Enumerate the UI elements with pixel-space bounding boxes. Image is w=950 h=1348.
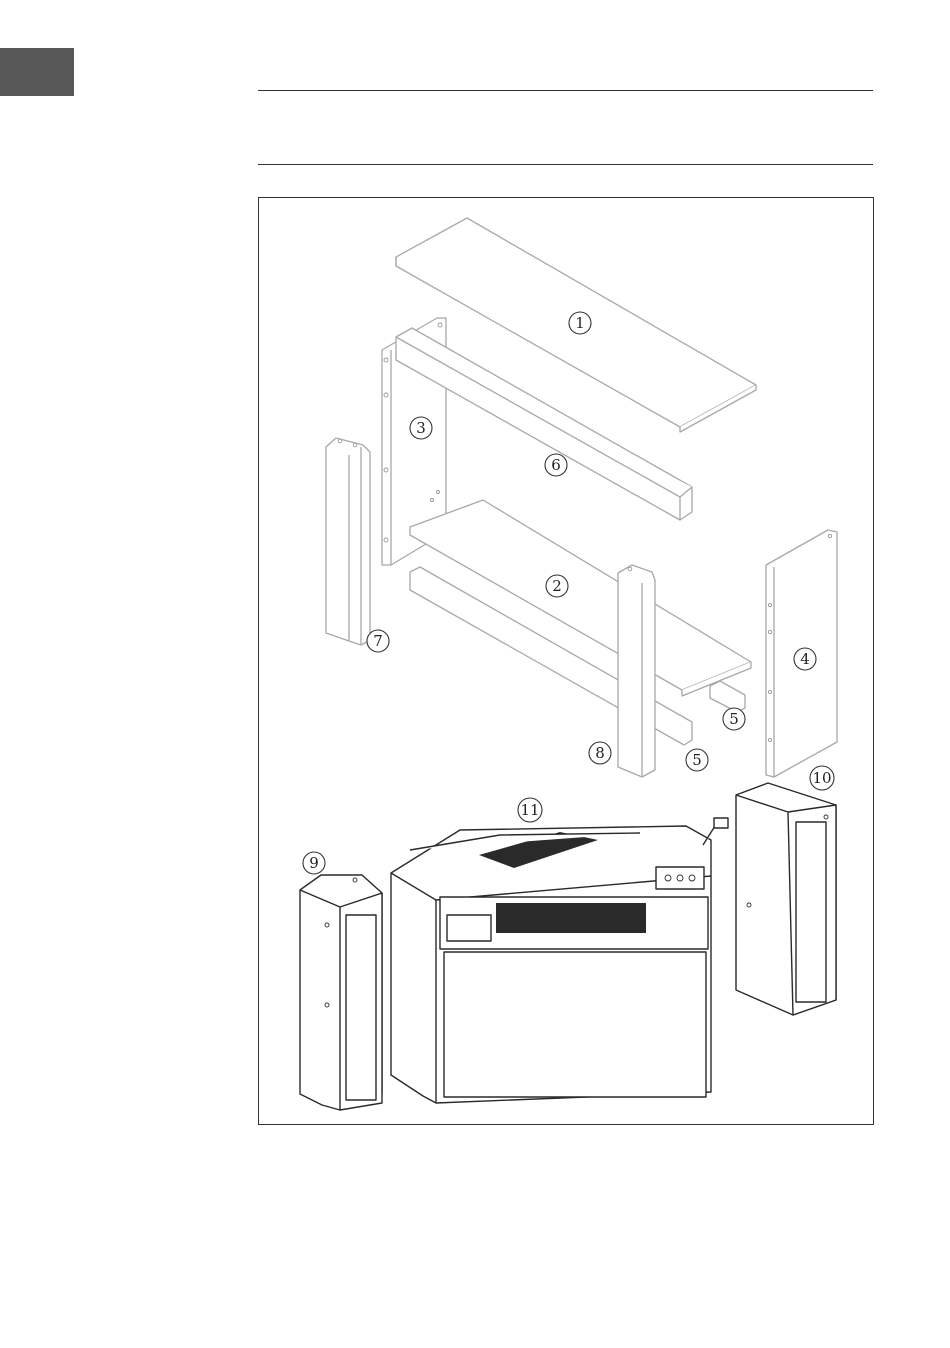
svg-text:7: 7 (373, 632, 383, 650)
svg-text:3: 3 (416, 419, 426, 437)
callout-1: 1 (569, 312, 591, 334)
svg-text:9: 9 (309, 854, 319, 872)
callout-11: 11 (518, 798, 542, 822)
svg-text:2: 2 (552, 577, 562, 595)
svg-text:4: 4 (800, 650, 810, 668)
right-insert-frame (736, 783, 836, 1015)
callout-9: 9 (303, 852, 325, 874)
left-insert-frame (300, 875, 382, 1110)
callout-2: 2 (546, 575, 568, 597)
svg-text:1: 1 (575, 314, 585, 332)
callout-3: 3 (410, 417, 432, 439)
svg-text:11: 11 (520, 801, 539, 819)
svg-text:6: 6 (551, 456, 561, 474)
callout-5-front: 5 (686, 749, 708, 771)
fireplace-insert (391, 818, 728, 1103)
right-pillar (618, 565, 655, 777)
callout-6: 6 (545, 454, 567, 476)
svg-text:8: 8 (595, 744, 605, 762)
left-pillar (326, 438, 370, 645)
svg-text:5: 5 (729, 710, 739, 728)
svg-text:5: 5 (692, 751, 702, 769)
callout-5-rear: 5 (723, 708, 745, 730)
callout-7: 7 (367, 630, 389, 652)
callout-10: 10 (810, 766, 834, 790)
svg-text:10: 10 (812, 769, 831, 787)
callout-4: 4 (794, 648, 816, 670)
callout-8: 8 (589, 742, 611, 764)
